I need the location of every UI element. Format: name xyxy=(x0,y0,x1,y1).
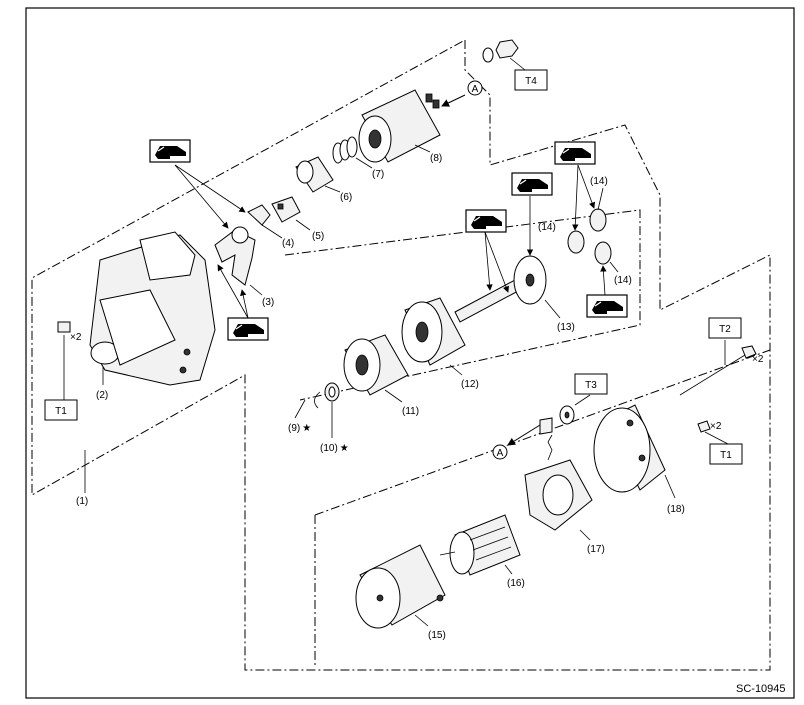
ref-marker-a-lower: A xyxy=(492,444,508,460)
grease-icon-lever-top xyxy=(149,139,191,163)
internal-gear xyxy=(401,297,466,366)
plunger-spring xyxy=(332,136,358,164)
callout-13: (13) xyxy=(557,322,575,333)
brush-holder xyxy=(524,417,593,531)
ref-a-lower-label: A xyxy=(497,448,504,459)
torque-box-t1-front: T1 xyxy=(44,399,78,421)
washer-nut-t4 xyxy=(482,39,519,63)
lever-plate xyxy=(247,204,271,226)
diagram-code: SC-10945 xyxy=(736,683,786,695)
ref-arrow-a-lower xyxy=(507,424,541,446)
callout-4: (4) xyxy=(282,238,294,249)
callout-7: (7) xyxy=(372,169,384,180)
planetary-shaft xyxy=(454,255,547,323)
pinion-stopper xyxy=(324,382,340,402)
through-bolt xyxy=(679,345,757,396)
callout-8: (8) xyxy=(430,153,442,164)
ref-a-top-label: A xyxy=(472,84,479,95)
multiplier-front-bolt: ×2 xyxy=(70,332,82,343)
washer-t3 xyxy=(559,405,575,425)
planetary-gear-1 xyxy=(567,230,585,254)
callout-1: (1) xyxy=(76,496,88,507)
callout-6: (6) xyxy=(340,192,352,203)
callout-3: (3) xyxy=(262,297,274,308)
callout-10: (10)★ xyxy=(320,443,349,454)
torque-t3-label: T3 xyxy=(585,380,597,391)
shift-lever xyxy=(214,226,256,286)
assembly-outline-front xyxy=(31,39,771,671)
magnetic-switch xyxy=(358,89,441,163)
callout-11: (11) xyxy=(402,406,419,417)
callout-9: (9)★ xyxy=(288,423,311,434)
grease-icon-gears-top xyxy=(554,141,596,165)
callout-16: (16) xyxy=(507,578,525,589)
callout-14-left: (14) xyxy=(538,222,556,233)
assembly-outline-drive xyxy=(284,209,641,401)
callout-15: (15) xyxy=(428,630,446,641)
callout-5: (5) xyxy=(312,231,324,242)
torque-t2-label: T2 xyxy=(719,324,731,335)
planetary-gear-3 xyxy=(594,241,612,265)
torque-box-t3: T3 xyxy=(574,373,608,395)
spring-holder xyxy=(271,196,301,223)
snap-ring xyxy=(314,391,321,409)
bolt-front xyxy=(57,321,71,333)
grease-leaders xyxy=(174,164,607,319)
plunger xyxy=(295,156,334,193)
torque-t1-rear-label: T1 xyxy=(720,450,732,461)
ref-marker-a-top: A xyxy=(467,80,483,96)
overrunning-clutch xyxy=(343,334,409,396)
ref-arrow-a-top xyxy=(441,94,466,107)
screw-rear xyxy=(697,420,711,433)
torque-t4-label: T4 xyxy=(525,76,537,87)
diagram-frame xyxy=(25,7,795,699)
multiplier-rear-screw: ×2 xyxy=(710,421,722,432)
front-housing xyxy=(89,231,216,386)
torque-box-t4: T4 xyxy=(514,69,548,91)
callout-2: (2) xyxy=(96,390,108,401)
callout-12: (12) xyxy=(461,379,479,390)
star-mark-10: ★ xyxy=(340,443,349,454)
yoke xyxy=(355,544,446,629)
end-frame xyxy=(593,404,666,493)
armature xyxy=(439,514,521,576)
callout-14-top: (14) xyxy=(590,176,608,187)
planetary-gear-2 xyxy=(589,208,607,232)
callout-14-right: (14) xyxy=(614,275,632,286)
torque-box-t1-rear: T1 xyxy=(709,443,743,465)
torque-t1-front-label: T1 xyxy=(55,406,67,417)
grease-icon-carrier xyxy=(511,172,553,196)
grease-icon-gears-bottom xyxy=(586,294,628,318)
grease-icon-lever-bottom xyxy=(227,317,269,341)
multiplier-through-bolt: ×2 xyxy=(752,354,764,365)
callout-17: (17) xyxy=(587,544,605,555)
star-mark-9: ★ xyxy=(302,423,311,434)
grease-icon-shaft xyxy=(465,209,507,233)
callout-18: (18) xyxy=(667,504,685,515)
torque-box-t2: T2 xyxy=(708,317,742,339)
